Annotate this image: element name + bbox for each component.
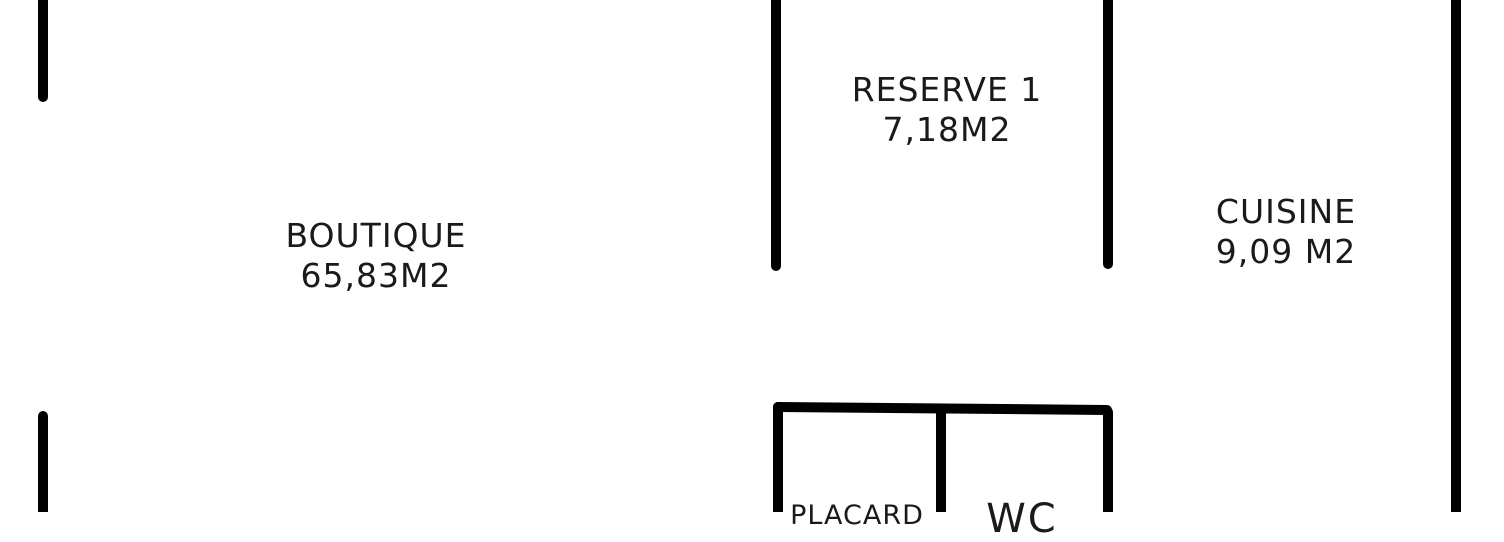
floor-plan-walls (38, 0, 1461, 517)
room-label-reserve: RESERVE 1 7,18M2 (852, 70, 1043, 150)
room-label-boutique: BOUTIQUE 65,83M2 (285, 216, 466, 296)
room-label-cuisine: CUISINE 9,09 M2 (1216, 192, 1356, 272)
room-name-cuisine: CUISINE (1215, 192, 1357, 231)
room-area-boutique: 65,83M2 (300, 256, 452, 295)
room-name-placard: PLACARD (790, 500, 924, 531)
floor-plan: BOUTIQUE 65,83M2 RESERVE 1 7,18M2 CUISIN… (38, 0, 1461, 542)
room-name-boutique: BOUTIQUE (285, 216, 467, 255)
room-area-cuisine: 9,09 M2 (1215, 232, 1357, 271)
room-name-wc: WC (986, 496, 1058, 542)
room-name-reserve: RESERVE 1 (851, 70, 1043, 109)
room-area-reserve: 7,18M2 (882, 110, 1012, 149)
